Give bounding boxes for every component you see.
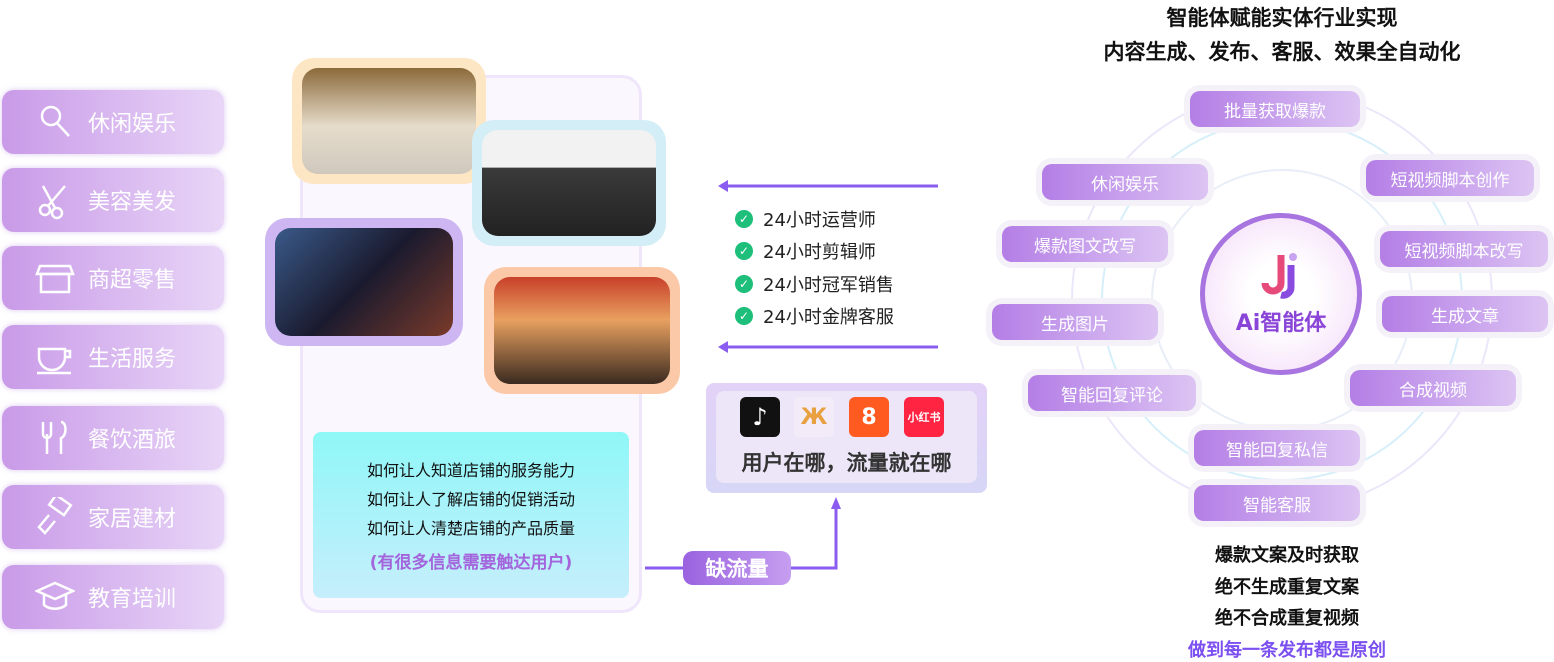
arrow-head-top xyxy=(718,180,728,192)
feature-pill: 生成图片 xyxy=(992,304,1158,340)
beauty-salon-photo xyxy=(472,120,666,246)
checklist-label: 24小时剪辑师 xyxy=(763,242,876,263)
checklist-item: ✓ 24小时金牌客服 xyxy=(735,303,894,329)
platforms-slogan: 用户在哪，流量就在哪 xyxy=(741,451,952,475)
benefit-highlight: 做到每一条发布都是原创 xyxy=(1188,640,1386,661)
sidebar-item-label: 商超零售 xyxy=(88,268,177,293)
sidebar-item-label: 休闲娱乐 xyxy=(88,112,177,137)
supermarket-photo xyxy=(292,58,486,184)
benefit-line: 爆款文案及时获取 xyxy=(1215,545,1359,566)
store-icon xyxy=(30,258,80,298)
feature-pill: 爆款图文改写 xyxy=(1002,226,1168,262)
ai-agent-logo-icon xyxy=(1261,253,1297,299)
arrow-head-up xyxy=(831,497,841,509)
right-title-2: 内容生成、发布、客服、效果全自动化 xyxy=(1103,40,1461,64)
sidebar-item-label: 美容美发 xyxy=(88,190,177,215)
arcade-photo xyxy=(265,218,463,346)
check-icon: ✓ xyxy=(735,275,753,293)
sidebar-item-label: 教育培训 xyxy=(88,587,177,612)
sidebar-item-education[interactable]: 教育培训 xyxy=(2,565,224,629)
platforms-box: ♪ Ж 8 小红书 用户在哪，流量就在哪 xyxy=(706,383,987,493)
cup-icon xyxy=(30,337,80,377)
sidebar-item-label: 生活服务 xyxy=(88,347,177,372)
question-line: 如何让人了解店铺的促销活动 xyxy=(366,490,575,509)
feature-pill: 短视频脚本改写 xyxy=(1380,231,1548,267)
benefit-line: 绝不生成重复文案 xyxy=(1215,577,1359,598)
arrow-head-bottom xyxy=(718,341,728,353)
brush-roller-icon xyxy=(30,497,80,537)
sidebar-item-life-service[interactable]: 生活服务 xyxy=(2,325,224,389)
restaurant-photo xyxy=(484,267,680,394)
question-line: 如何让人知道店铺的服务能力 xyxy=(366,461,575,480)
check-icon: ✓ xyxy=(735,242,753,260)
feature-pill: 批量获取爆款 xyxy=(1190,91,1360,127)
lack-traffic-badge: 缺流量 xyxy=(683,551,791,585)
feature-pill: 休闲娱乐 xyxy=(1042,164,1208,200)
douyin-icon: ♪ xyxy=(740,397,780,437)
questions-box: 如何让人知道店铺的服务能力 如何让人了解店铺的促销活动 如何让人清楚店铺的产品质… xyxy=(313,432,629,598)
checklist-label: 24小时金牌客服 xyxy=(763,307,894,328)
graduation-cap-icon xyxy=(30,577,80,617)
sidebar-item-label: 家居建材 xyxy=(88,507,177,532)
fork-knife-icon xyxy=(30,418,80,458)
checklist-label: 24小时运营师 xyxy=(763,210,876,231)
magnifier-icon xyxy=(30,102,80,142)
right-title-1: 智能体赋能实体行业实现 xyxy=(1166,6,1398,30)
sidebar-item-home-building[interactable]: 家居建材 xyxy=(2,485,224,549)
check-icon: ✓ xyxy=(735,307,753,325)
sidebar-item-label: 餐饮酒旅 xyxy=(88,428,177,453)
ai-agent-label: Ai智能体 xyxy=(1235,311,1327,336)
questions-note: (有很多信息需要触达用户) xyxy=(369,553,573,573)
feature-pill: 短视频脚本创作 xyxy=(1366,160,1534,196)
feature-pill: 生成文章 xyxy=(1382,296,1548,332)
feature-pill: 合成视频 xyxy=(1350,370,1516,406)
checklist-item: ✓ 24小时运营师 xyxy=(735,206,876,232)
checklist-item: ✓ 24小时冠军销售 xyxy=(735,271,894,297)
checklist-item: ✓ 24小时剪辑师 xyxy=(735,238,876,264)
sidebar-item-beauty[interactable]: 美容美发 xyxy=(2,168,224,232)
scissors-icon xyxy=(30,180,80,220)
kuaishou-icon: 8 xyxy=(849,397,889,437)
sidebar-item-leisure[interactable]: 休闲娱乐 xyxy=(2,90,224,154)
check-icon: ✓ xyxy=(735,210,753,228)
xiaohongshu-icon: 小红书 xyxy=(904,397,944,437)
sidebar-item-retail[interactable]: 商超零售 xyxy=(2,246,224,310)
feature-pill: 智能回复评论 xyxy=(1028,375,1196,411)
ai-agent-hub: Ai智能体 xyxy=(1200,213,1362,375)
butterfly-icon: Ж xyxy=(794,397,834,437)
checklist-label: 24小时冠军销售 xyxy=(763,275,894,296)
benefit-line: 绝不合成重复视频 xyxy=(1215,608,1359,629)
feature-pill: 智能回复私信 xyxy=(1194,430,1360,466)
question-line: 如何让人清楚店铺的产品质量 xyxy=(366,519,575,538)
sidebar-item-catering[interactable]: 餐饮酒旅 xyxy=(2,406,224,470)
feature-pill: 智能客服 xyxy=(1194,485,1360,521)
